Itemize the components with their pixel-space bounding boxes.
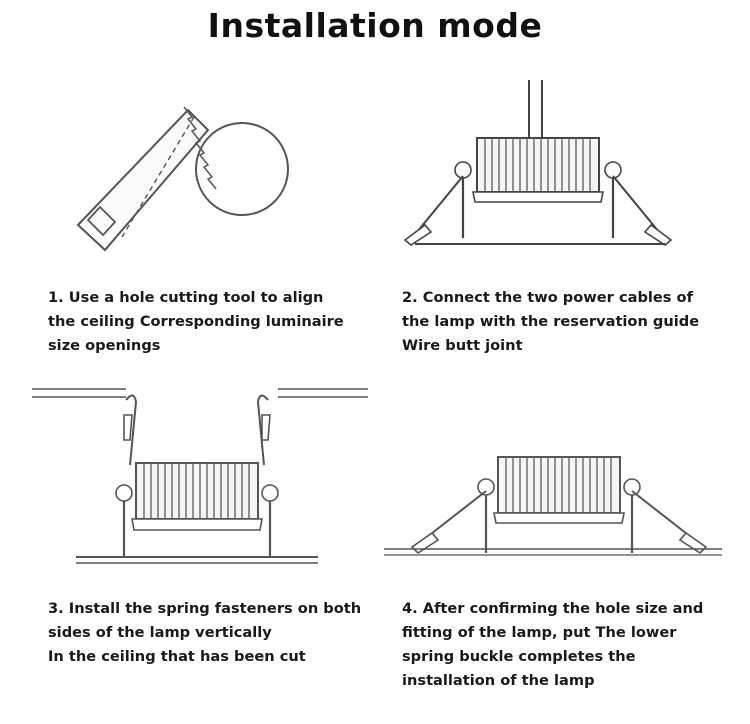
step-1-line: 1. Use a hole cutting tool to align — [48, 289, 324, 306]
step-1-line: size openings — [48, 337, 161, 354]
step-1-line: the ceiling Corresponding luminaire — [48, 313, 344, 330]
step-3-line: In the ceiling that has been cut — [48, 648, 306, 665]
step-2-illustration — [395, 80, 685, 260]
step-4-line: installation of the lamp — [402, 672, 595, 689]
step-2-line: 2. Connect the two power cables of — [402, 289, 693, 306]
step-2-caption: 2. Connect the two power cables of the l… — [402, 286, 699, 358]
step-2-line: Wire butt joint — [402, 337, 523, 354]
step-4-line: 4. After confirming the hole size and — [402, 600, 704, 617]
hole-saw-icon — [76, 106, 217, 252]
step-3-line: 3. Install the spring fasteners on both — [48, 600, 362, 617]
step-4-line: spring buckle completes the — [402, 648, 636, 665]
step-4-illustration — [382, 445, 727, 565]
step-4-caption: 4. After confirming the hole size and fi… — [402, 597, 703, 693]
step-1-caption: 1. Use a hole cutting tool to align the … — [48, 286, 344, 358]
step-3-caption: 3. Install the spring fasteners on both … — [48, 597, 361, 669]
step-3-illustration — [28, 385, 373, 570]
step-1-illustration — [60, 85, 310, 265]
step-3-line: sides of the lamp vertically — [48, 624, 272, 641]
ceiling-hole-circle — [195, 122, 289, 216]
page-title: Installation mode — [207, 6, 543, 45]
step-2-line: the lamp with the reservation guide — [402, 313, 700, 330]
step-4-line: fitting of the lamp, put The lower — [402, 624, 677, 641]
